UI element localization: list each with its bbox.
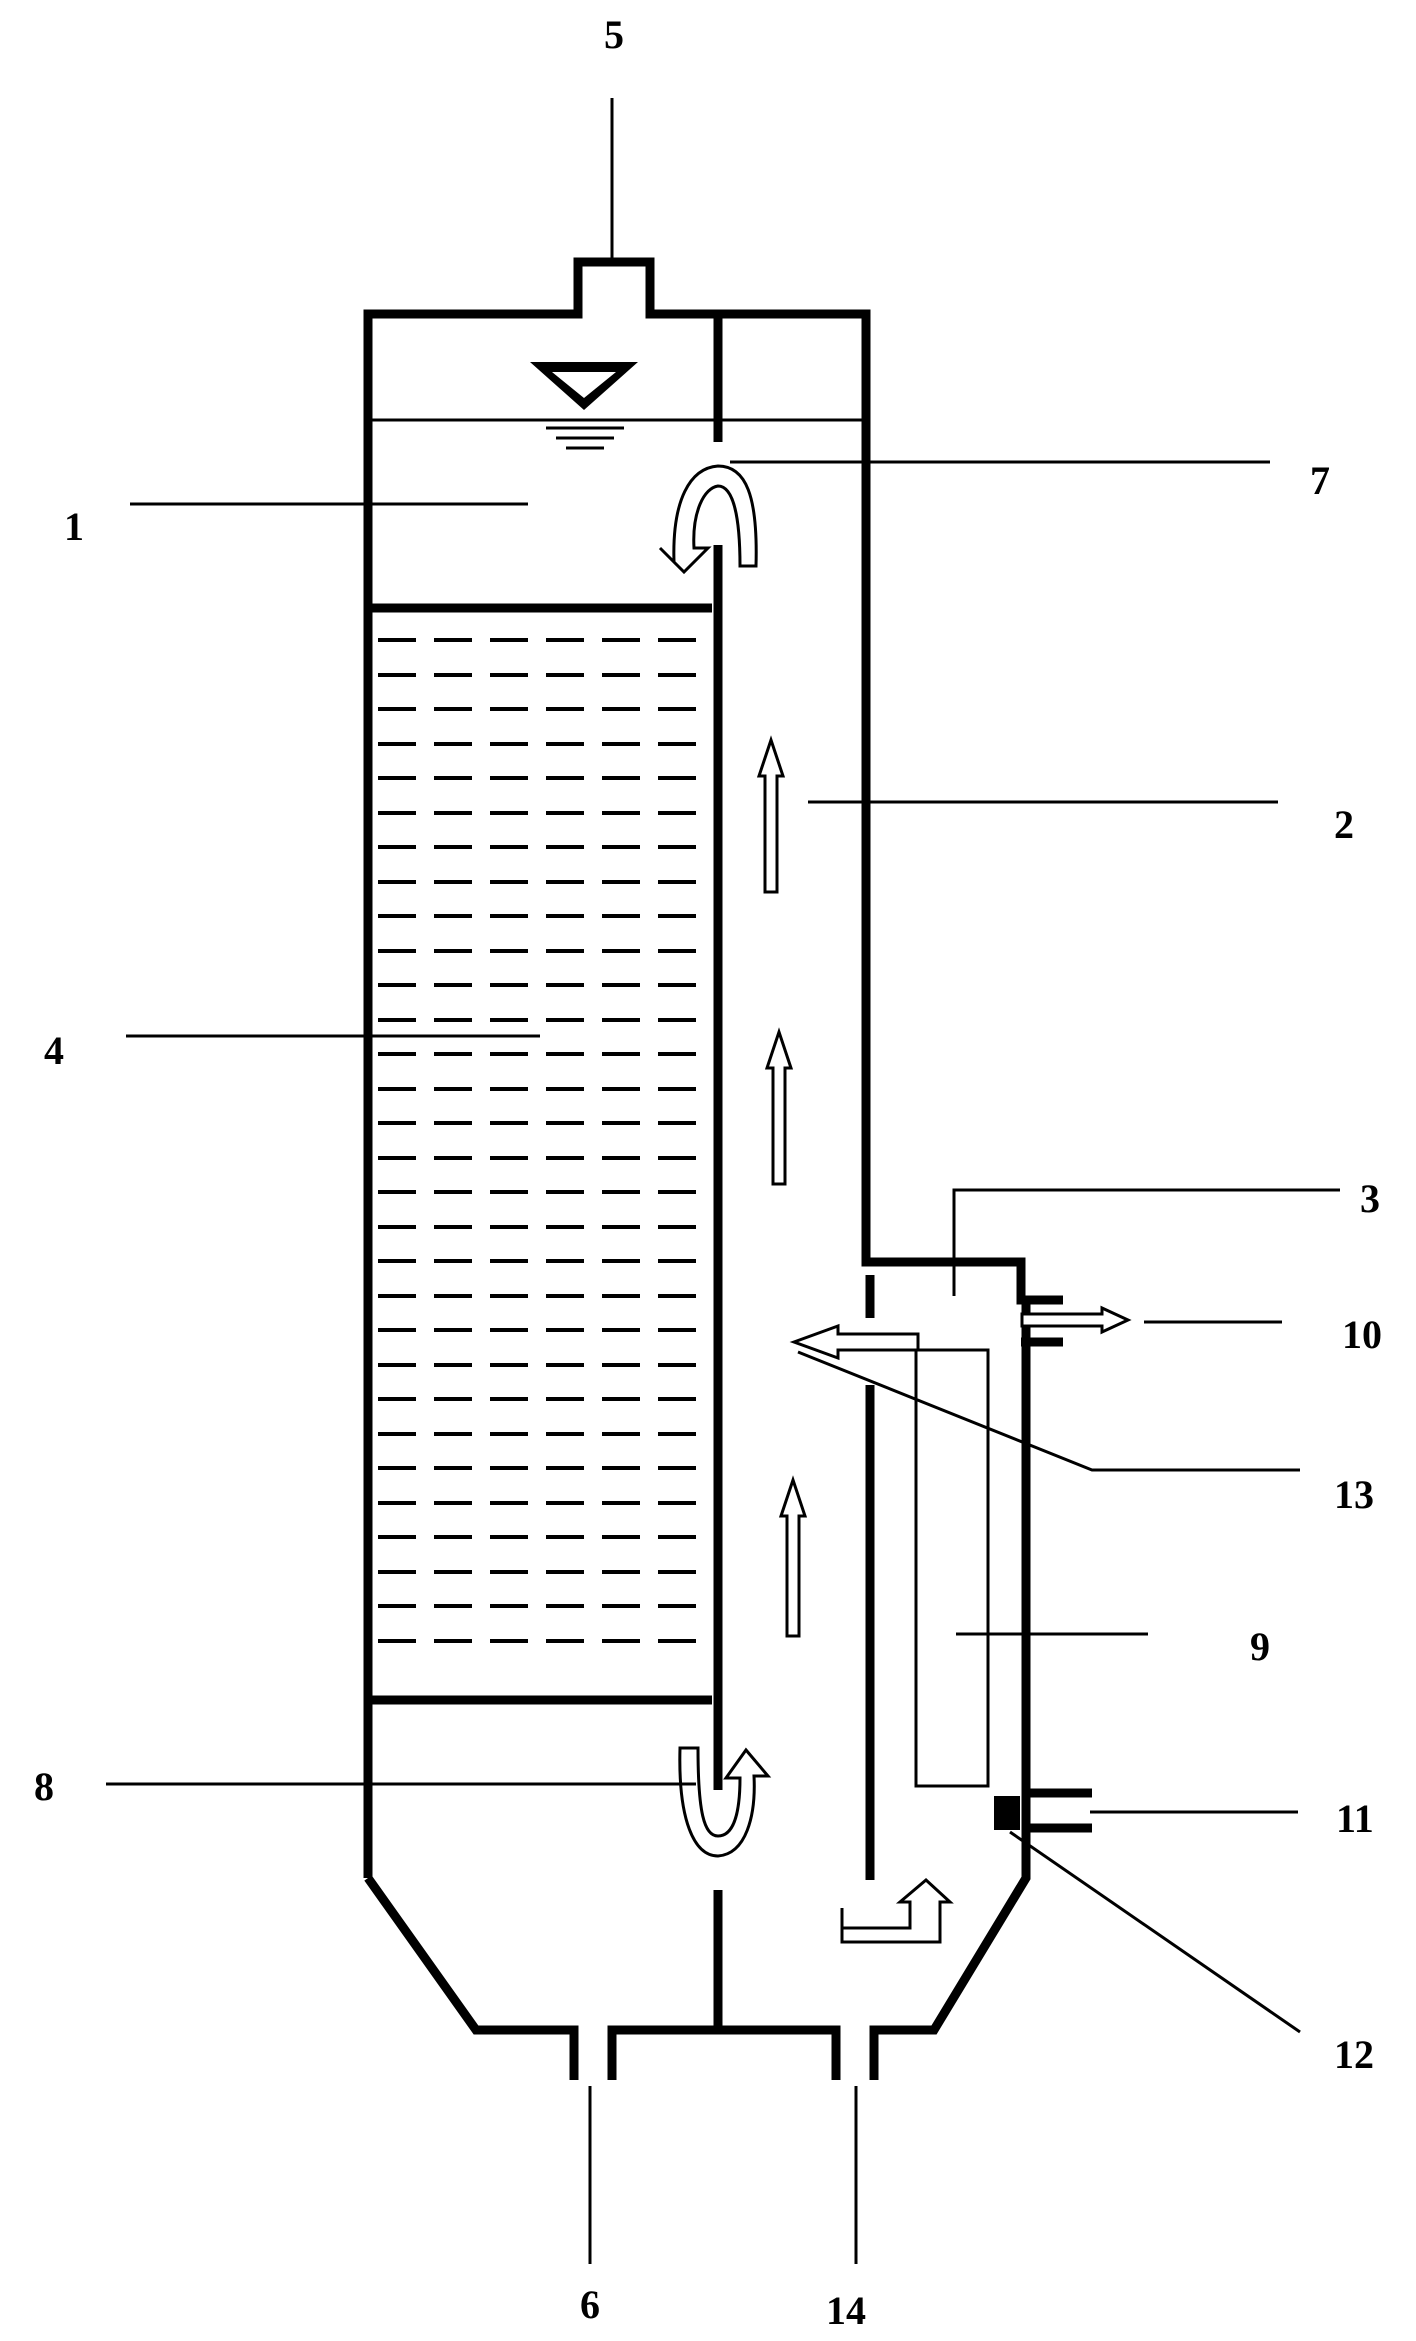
labels: 1 2 3 4 5 6 7 8 9 10 11 12 13 14: [34, 12, 1382, 2333]
nozzle-11: [1026, 1788, 1092, 1833]
label-4: 4: [44, 1028, 64, 1073]
label-12: 12: [1334, 2032, 1374, 2077]
left-cone: [364, 1875, 579, 2080]
arrow-10: [1020, 1305, 1132, 1335]
label-3: 3: [1360, 1176, 1380, 1221]
label-8: 8: [34, 1764, 54, 1809]
top-cover: [363, 257, 1063, 1878]
label-2: 2: [1334, 802, 1354, 847]
circulation-arrow-7: [658, 464, 758, 575]
leader-lines: [106, 98, 1340, 2264]
label-1: 1: [64, 504, 84, 549]
bottom-stepped-arrow: [840, 1878, 954, 1944]
right-cone: [869, 1295, 1063, 2080]
up-arrow-1: [756, 735, 786, 894]
packing-dashes: [378, 638, 710, 1643]
label-14: 14: [826, 2288, 866, 2333]
liquid-level: [372, 362, 862, 450]
internal-baffles: [713, 318, 875, 2030]
bottom-middle: [607, 2025, 841, 2080]
element-12: [994, 1796, 1020, 1830]
leader-3: [952, 1188, 1340, 1296]
packing-zone: [368, 603, 712, 1705]
arrow-13: [789, 1323, 920, 1361]
label-13: 13: [1334, 1472, 1374, 1517]
label-9: 9: [1250, 1624, 1270, 1669]
leader-13: [797, 1350, 1300, 1472]
label-11: 11: [1336, 1796, 1374, 1841]
module-9: [914, 1348, 990, 1788]
up-arrow-3: [778, 1475, 808, 1638]
leader-12: [1009, 1830, 1301, 2034]
vessel-shell: [363, 257, 1092, 2080]
label-7: 7: [1310, 458, 1330, 503]
water-level-symbol-inner: [552, 372, 616, 398]
flow-arrows: [658, 464, 1132, 1944]
circulation-arrow-8: [678, 1746, 772, 1858]
label-10: 10: [1342, 1312, 1382, 1357]
up-arrow-2: [764, 1027, 794, 1186]
label-5: 5: [604, 12, 624, 57]
label-6: 6: [580, 2282, 600, 2327]
